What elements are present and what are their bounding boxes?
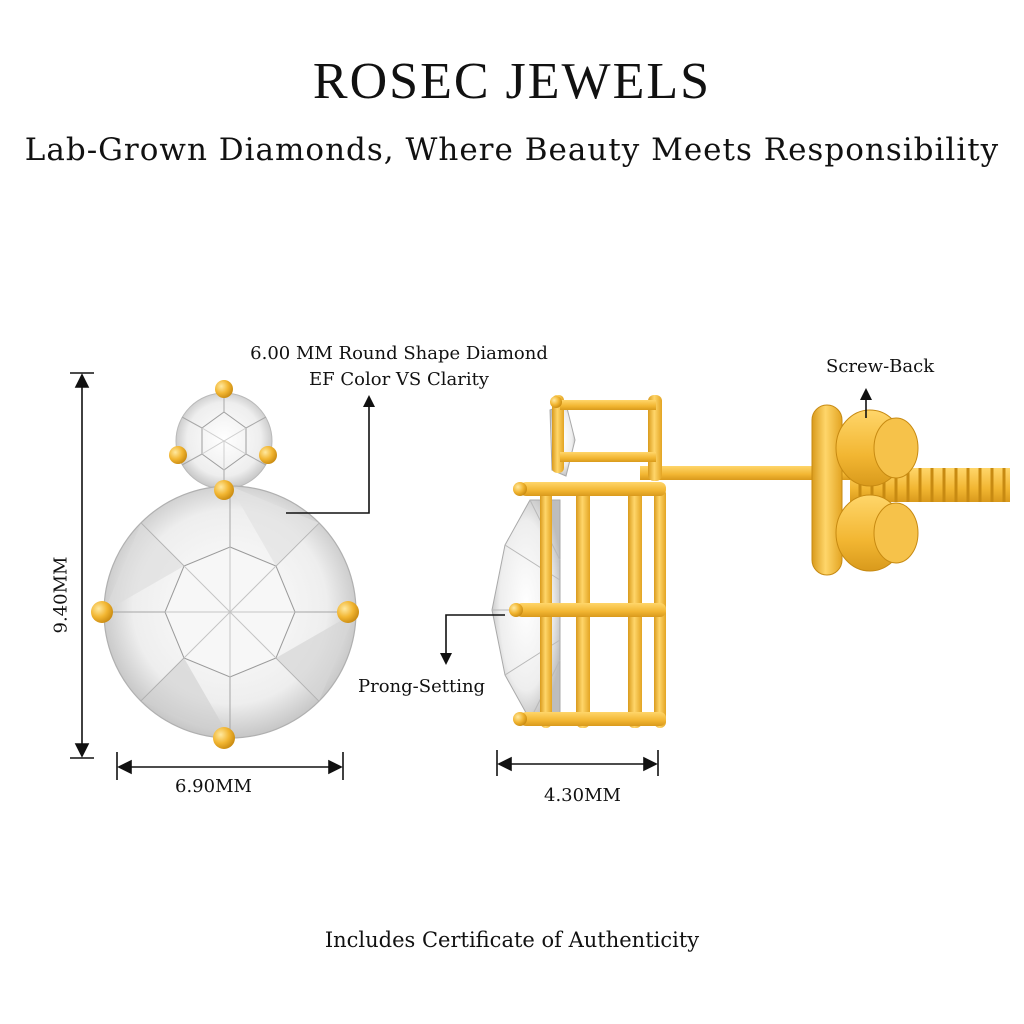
screw-back-label: Screw-Back bbox=[826, 356, 935, 377]
front-view-earring bbox=[91, 380, 359, 749]
tagline: Lab-Grown Diamonds, Where Beauty Meets R… bbox=[24, 132, 1000, 168]
small-accent-diamond bbox=[175, 392, 273, 490]
spec-callout-leader bbox=[286, 395, 375, 514]
spec-line-size-shape: 6.00 MM Round Shape Diamond bbox=[250, 343, 548, 364]
width-dimension-line bbox=[116, 752, 344, 780]
spec-line-color-clarity: EF Color VS Clarity bbox=[309, 369, 489, 390]
side-view-earring bbox=[491, 395, 1010, 728]
depth-label: 4.30MM bbox=[544, 785, 621, 806]
screw-back-nut bbox=[811, 404, 919, 576]
prong-setting-label: Prong-Setting bbox=[358, 676, 486, 697]
depth-dimension-line bbox=[496, 750, 659, 776]
certificate-note: Includes Certificate of Authenticity bbox=[324, 928, 700, 952]
screw-back-arrow bbox=[860, 388, 872, 418]
front-prongs bbox=[91, 380, 359, 749]
height-dimension-line bbox=[70, 372, 94, 759]
width-label: 6.90MM bbox=[175, 776, 252, 797]
prong-setting-leader bbox=[440, 614, 505, 665]
brand-title: ROSEC JEWELS bbox=[312, 53, 712, 110]
height-label: 9.40MM bbox=[50, 556, 72, 634]
main-round-diamond bbox=[103, 485, 357, 739]
diamond-spec-callout: 6.00 MM Round Shape Diamond EF Color VS … bbox=[214, 341, 584, 393]
